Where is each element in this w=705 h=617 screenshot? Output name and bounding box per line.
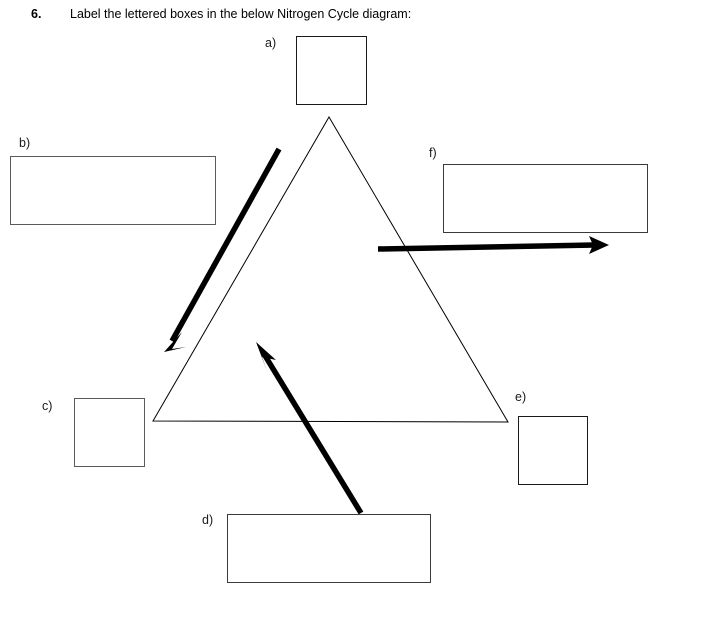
answer-box-d[interactable]: [227, 514, 431, 583]
box-label-c: c): [42, 399, 53, 413]
box-label-e: e): [515, 390, 527, 404]
box-label-b: b): [19, 136, 31, 150]
answer-box-a[interactable]: [296, 36, 367, 105]
arrow-right-icon: [377, 236, 609, 254]
answer-box-f[interactable]: [443, 164, 648, 233]
box-label-d: d): [202, 513, 214, 527]
answer-box-b[interactable]: [10, 156, 216, 225]
arrow-up-left-icon: [256, 342, 364, 515]
question-number: 6.: [31, 7, 42, 21]
box-label-a: a): [265, 36, 277, 50]
box-label-f: f): [429, 146, 437, 160]
answer-box-e[interactable]: [518, 416, 588, 485]
question-heading: 6. Label the lettered boxes in the below…: [0, 0, 705, 30]
answer-box-c[interactable]: [74, 398, 145, 467]
question-text: Label the lettered boxes in the below Ni…: [70, 7, 412, 21]
